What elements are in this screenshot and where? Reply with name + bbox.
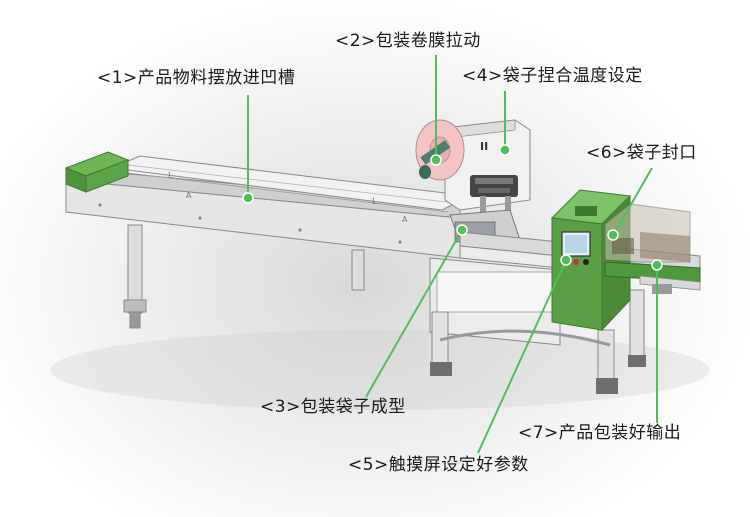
callout-dot-4 xyxy=(499,144,511,156)
callout-dot-7 xyxy=(651,259,663,271)
svg-text:L: L xyxy=(168,171,173,181)
label-bag-forming: <3>包装袋子成型 xyxy=(260,397,406,417)
callout-dot-6 xyxy=(607,229,619,241)
callout-dot-2 xyxy=(430,154,442,166)
label-product-loading: <1>产品物料摆放进凹槽 xyxy=(97,68,296,88)
svg-text:A: A xyxy=(402,215,408,224)
label-product-output: <7>产品包装好输出 xyxy=(518,423,682,443)
label-seal-temperature: <4>袋子捏合温度设定 xyxy=(462,66,643,86)
svg-text:L: L xyxy=(372,197,377,207)
conveyor-end-cover xyxy=(64,151,130,193)
sealing-box xyxy=(604,203,691,263)
svg-text:A: A xyxy=(186,191,192,200)
callout-dot-1 xyxy=(242,192,254,204)
label-film-pulling: <2>包装卷膜拉动 xyxy=(335,31,481,51)
callout-dots xyxy=(242,144,663,271)
film-roll-assembly: II xyxy=(415,119,531,236)
machine-base-frame xyxy=(429,257,646,394)
callout-dot-3 xyxy=(456,224,468,236)
label-bag-sealing: <6>袋子封口 xyxy=(586,143,697,163)
callout-lines xyxy=(247,55,658,454)
callout-line-6 xyxy=(613,167,653,235)
callout-line-3 xyxy=(365,229,463,398)
callout-line-5 xyxy=(477,259,567,454)
svg-text:II: II xyxy=(480,140,488,153)
label-touchscreen-params: <5>触摸屏设定好参数 xyxy=(348,455,529,475)
outfeed-conveyor xyxy=(604,261,701,294)
callout-dot-5 xyxy=(560,254,572,266)
floor-shadow xyxy=(50,330,710,410)
conveyor-legs xyxy=(123,224,365,329)
